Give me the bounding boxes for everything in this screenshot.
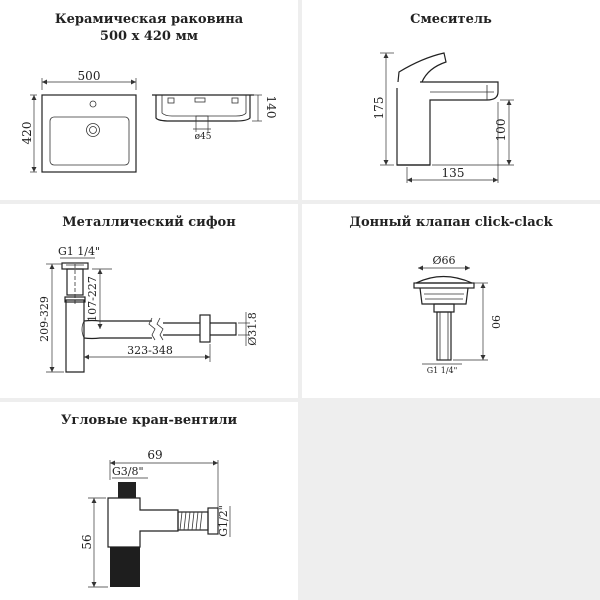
- valve-thread-label: G1 1/4": [427, 366, 458, 375]
- angle-valve-handle[interactable]: [110, 547, 140, 587]
- angle-valve-drawing: 69 G3/8" 56 G1/2": [80, 448, 231, 588]
- valve-height-label: 90: [489, 315, 502, 329]
- siphon-length-label: 323-348: [127, 344, 173, 357]
- row-separator-1: [0, 200, 600, 204]
- valve-body: [419, 287, 469, 305]
- sink-title-line1: Керамическая раковина: [54, 12, 244, 27]
- sink-title: Керамическая раковина 500 х 420 мм: [0, 11, 298, 45]
- empty-panel: [302, 402, 600, 600]
- faucet-drawing: 175 100 135: [372, 52, 514, 183]
- sink-title-line2: 500 х 420 мм: [99, 29, 199, 44]
- sink-drain-label: ø45: [195, 132, 212, 142]
- siphon-pipe-label: Ø31.8: [246, 312, 259, 346]
- faucet-hole-icon: [89, 100, 97, 108]
- angle-valve-inlet-label: G3/8": [112, 465, 144, 478]
- faucet-spout-label: 100: [494, 119, 508, 142]
- siphon-upper-height-label: 107-227: [86, 276, 99, 322]
- valve-stem: [436, 311, 452, 361]
- faucet-title: Смеситель: [410, 12, 492, 27]
- valve-drawing: Ø66 90 G1 1/4": [413, 254, 502, 375]
- valve-title: Донный клапан click-clack: [349, 215, 553, 230]
- angle-valve-height-label: 56: [80, 534, 94, 549]
- angle-valve-width-label: 69: [147, 448, 162, 462]
- drain-icon: [86, 123, 100, 137]
- angle-valve-title: Угловые кран-вентили: [60, 413, 238, 428]
- siphon-title: Металлический сифон: [62, 215, 236, 230]
- faucet-handle: [397, 52, 447, 83]
- sink-drawing: 500 420 ø45 140: [20, 69, 278, 173]
- sink-bowl: [49, 116, 130, 166]
- sink-outline: [41, 94, 137, 173]
- faucet-reach-label: 135: [442, 166, 465, 180]
- siphon-body: [65, 299, 85, 373]
- siphon-total-height-label: 209-329: [38, 296, 51, 342]
- valve-panel: Донный клапан click-clack Ø66 90 G1 1/4": [302, 204, 600, 398]
- sink-depth-label: 420: [20, 122, 34, 145]
- sink-panel: Керамическая раковина 500 х 420 мм 500 4…: [0, 0, 298, 200]
- faucet-panel: Смеситель 175 100 135: [302, 0, 600, 200]
- siphon-panel: Металлический сифон G1 1/4" 209-329 107-…: [0, 204, 298, 398]
- faucet-height-label: 175: [372, 97, 386, 120]
- faucet-body: [396, 81, 499, 166]
- sink-height-label: 140: [264, 96, 278, 119]
- sink-side-view: [155, 95, 251, 122]
- angle-valve-outlet: [207, 507, 219, 535]
- valve-cap: [415, 275, 473, 284]
- angle-valve-panel: Угловые кран-вентили 69 G3/8" 56 G1/2": [0, 402, 298, 600]
- siphon-wall-flange: [199, 314, 211, 343]
- siphon-drawing: G1 1/4" 209-329 107-227 323-348: [38, 245, 259, 373]
- angle-valve-inlet-thread: [118, 482, 136, 498]
- row-separator-2: [0, 398, 600, 402]
- valve-cap-label: Ø66: [432, 254, 455, 267]
- angle-valve-body: [107, 497, 179, 548]
- sink-width-label: 500: [78, 69, 101, 83]
- siphon-thread-label: G1 1/4": [58, 245, 100, 258]
- angle-valve-outlet-label: G1/2": [217, 505, 230, 537]
- column-separator: [298, 0, 302, 600]
